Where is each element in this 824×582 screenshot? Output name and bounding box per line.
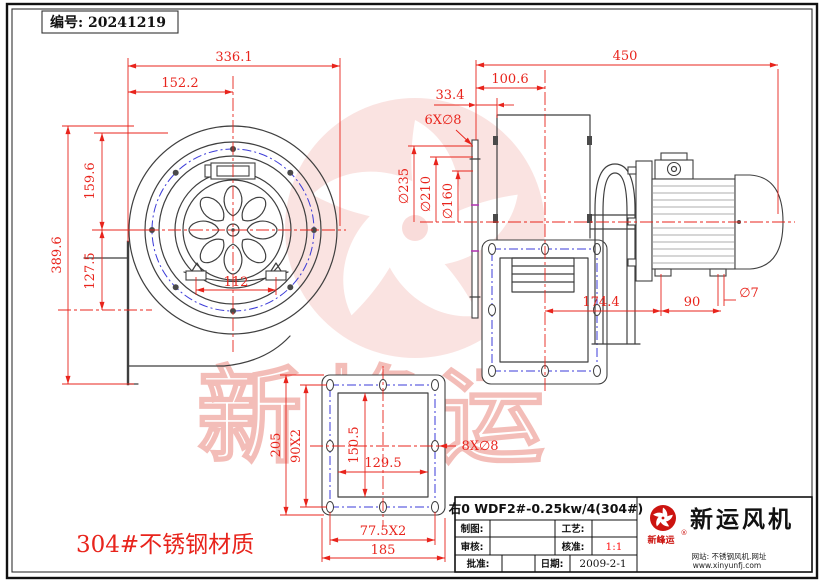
field-approved-label: 批准: — [467, 558, 490, 570]
company-name: 新运风机 — [690, 506, 794, 533]
dim-inlet-holes: 6X∅8 — [424, 113, 461, 128]
flange-dimension-lines — [283, 375, 456, 561]
website-line2: www.xinyunfj.com — [693, 561, 761, 570]
dim-flange-gap: 33.4 — [436, 88, 465, 103]
motor-foot-front — [654, 268, 672, 277]
dim-inlet-id: ∅160 — [441, 183, 456, 219]
dim-flange-outer-height: 205 — [269, 433, 284, 458]
cutoff-plate — [511, 257, 575, 293]
field-scale-value: 1:1 — [606, 541, 623, 553]
dim-inlet-depth: 100.6 — [491, 72, 528, 87]
dim-center-offset: 152.2 — [161, 76, 198, 91]
dim-flange-opening-width: 129.5 — [364, 456, 401, 471]
flange-detail-view: 205 90X2 150.5 129.5 8X∅8 77.5X2 185 — [269, 366, 499, 562]
inlet-flange-bolts — [149, 146, 317, 314]
doc-number: 编号: 20241219 — [50, 14, 166, 31]
side-dimension-lines — [411, 62, 778, 314]
dim-feet-span: 112 — [224, 275, 249, 290]
dim-flange-opening-height: 150.5 — [347, 426, 362, 463]
motor-fins — [653, 185, 734, 264]
impeller-blades — [188, 185, 278, 275]
field-process-label: 工艺: — [562, 523, 585, 535]
field-drawn-label: 制图: — [461, 523, 484, 535]
model-designation: 右0 WDF2#-0.25kw/4(304#) — [448, 501, 644, 516]
dim-foot-offset: 174.4 — [582, 295, 619, 310]
dim-flange-holes: 8X∅8 — [461, 439, 498, 454]
motor-body — [651, 178, 736, 270]
motor — [627, 152, 784, 282]
field-date-label: 日期: — [541, 558, 564, 570]
title-block: 右0 WDF2#-0.25kw/4(304#) 制图: 工艺: 审核: 核准: … — [448, 496, 813, 573]
border-frame — [5, 2, 819, 580]
company-logo-icon — [650, 505, 676, 531]
front-dimension-lines — [65, 63, 340, 384]
motor-bracket — [591, 163, 641, 345]
field-scale-label: 核准: — [562, 541, 585, 553]
doc-number-box: 编号: 20241219 — [41, 10, 179, 34]
side-view: 450 100.6 33.4 6X∅8 ∅235 ∅210 ∅160 174.4… — [397, 49, 795, 392]
inlet-flange-plate — [471, 139, 479, 319]
registered-mark-icon: ® — [681, 529, 688, 537]
material-note: 304#不锈钢材质 — [76, 532, 254, 558]
drum-clips — [493, 136, 592, 223]
dim-total-width: 336.1 — [215, 50, 252, 65]
front-view: 336.1 152.2 159.6 389.6 127.5 112 — [50, 50, 346, 386]
dim-bolt-circle: ∅210 — [419, 176, 434, 212]
logo-text: 新峰运 — [647, 534, 675, 546]
dim-total-length: 450 — [613, 49, 638, 64]
flange-outer — [321, 374, 446, 516]
field-checked-label: 审核: — [461, 541, 484, 553]
dim-flange-bolt-pitch-h: 77.5X2 — [360, 524, 406, 539]
field-date-value: 2009-2-1 — [579, 558, 626, 570]
dim-flange-outer-width: 185 — [371, 543, 396, 558]
dim-foot-hole: ∅7 — [739, 286, 759, 301]
dim-foot-pitch: 90 — [684, 295, 701, 310]
top-mount-box — [204, 162, 256, 180]
dim-flange-od: ∅235 — [397, 168, 412, 204]
dim-total-height: 389.6 — [50, 236, 65, 273]
dim-flange-bolt-pitch-v: 90X2 — [289, 429, 304, 463]
website-line1: 网站: 不锈钢风机.网址 — [692, 551, 767, 561]
housing-drum — [496, 114, 591, 241]
dim-lower-height: 127.5 — [83, 252, 98, 289]
dim-upper-height: 159.6 — [83, 162, 98, 199]
